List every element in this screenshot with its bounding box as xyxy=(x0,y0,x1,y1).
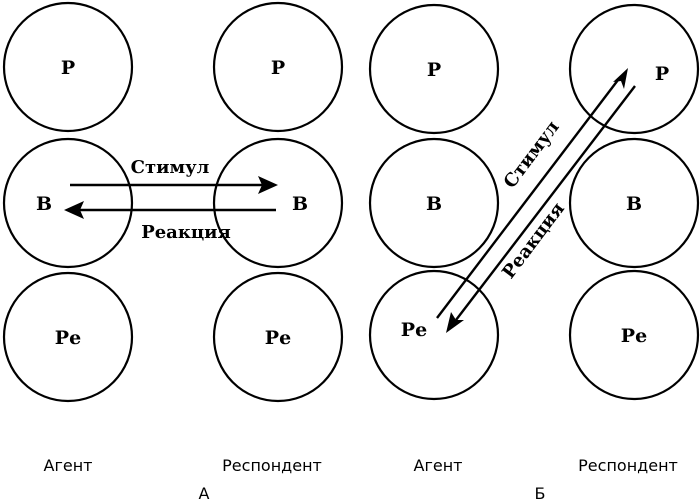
agent-a-child-circle xyxy=(2,271,134,403)
respondent-b-parent-circle xyxy=(568,3,700,135)
respondent-b-parent-label: Р xyxy=(655,63,669,85)
agent-a-child-label: Ре xyxy=(55,327,81,349)
reaction-arrow-b-line xyxy=(455,85,636,321)
agent-b-parent-label: Р xyxy=(427,59,441,81)
agent-b-child-circle xyxy=(368,269,500,401)
agent-b-parent-circle xyxy=(368,3,500,135)
stimulus-label-a: Стимул xyxy=(131,157,210,178)
agent-b-adult-circle xyxy=(368,137,500,269)
respondent-a-adult-label: В xyxy=(292,193,308,215)
panel-letter-a: А xyxy=(199,484,210,503)
stimulus-arrow-b-head xyxy=(613,68,628,89)
panel-letter-b: Б xyxy=(535,484,546,503)
respondent-a-child-label: Ре xyxy=(265,327,291,349)
agent-a-parent-label: Р xyxy=(61,57,75,79)
respondent-caption-a: Респондент xyxy=(222,456,322,475)
respondent-a-adult-circle xyxy=(212,137,344,269)
stimulus-arrow-a-head xyxy=(258,176,278,194)
respondent-a-parent-circle xyxy=(212,1,344,133)
agent-b-adult-label: В xyxy=(426,193,442,215)
reaction-arrow-a-head xyxy=(64,201,84,219)
agent-caption-a: Агент xyxy=(44,456,93,475)
reaction-label-b: Реакция xyxy=(498,199,569,283)
stimulus-arrow-b-line xyxy=(436,79,619,319)
respondent-b-child-label: Ре xyxy=(621,325,647,347)
respondent-b-adult-label: В xyxy=(626,193,642,215)
stimulus-label-b: Стимул xyxy=(500,117,564,193)
respondent-b-child-circle xyxy=(568,269,700,401)
respondent-a-parent-label: Р xyxy=(271,57,285,79)
panel-b: Р В Ре Р В Ре Стимул Реакция Агент Респо… xyxy=(368,3,700,503)
respondent-b-adult-circle xyxy=(568,137,700,269)
reaction-label-a: Реакция xyxy=(141,222,231,243)
respondent-a-child-circle xyxy=(212,271,344,403)
agent-a-adult-label: В xyxy=(36,193,52,215)
respondent-caption-b: Респондент xyxy=(578,456,678,475)
agent-b-child-label: Ре xyxy=(401,319,427,341)
agent-a-adult-circle xyxy=(2,137,134,269)
agent-caption-b: Агент xyxy=(414,456,463,475)
reaction-arrow-b-head xyxy=(446,312,464,333)
panel-a: Р В Ре Р В Ре Стимул Реакция Агент Респо… xyxy=(2,1,344,503)
agent-a-parent-circle xyxy=(2,1,134,133)
